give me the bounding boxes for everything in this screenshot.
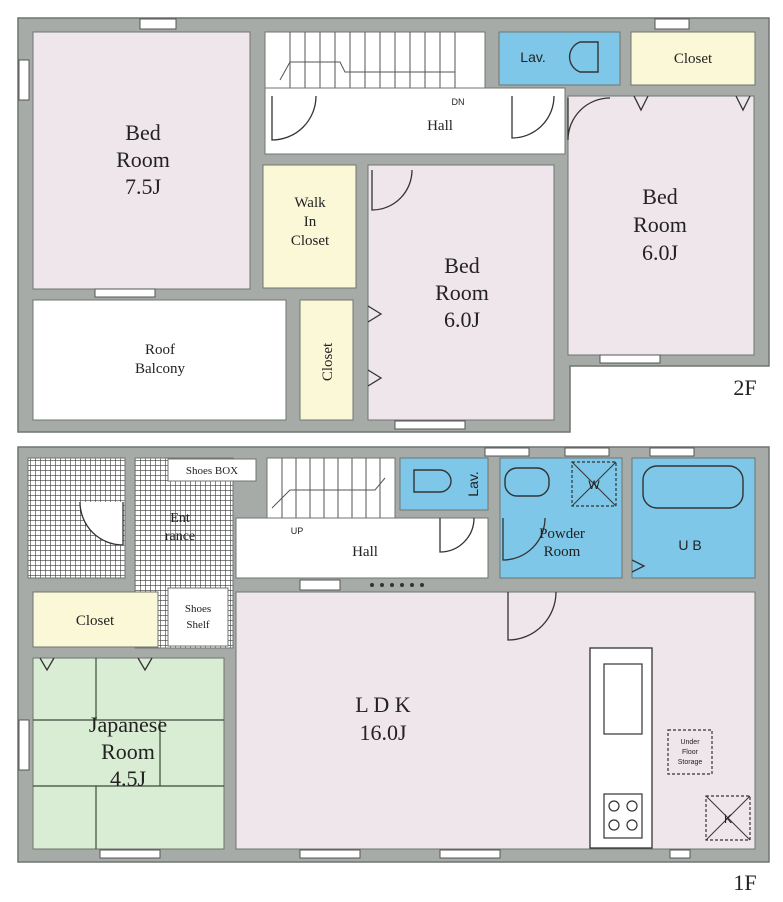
windows-1f (18, 447, 695, 859)
walk-in-line1: Walk (294, 195, 326, 211)
closet-top-2f-label: Closet (674, 51, 713, 67)
closet-1f-label: Closet (76, 613, 115, 629)
stair-treads-1f (271, 458, 386, 518)
bedroom-b-size: 6.0J (444, 307, 481, 332)
toilet-2f-icon (568, 41, 599, 73)
entrance-line2: rance (165, 529, 195, 544)
kitchen-counter (589, 647, 653, 849)
shoes-shelf (167, 587, 229, 647)
bedroom-7-5j (32, 31, 251, 290)
closet-1f (32, 591, 159, 648)
burner-icons (608, 800, 638, 831)
lav-2f (498, 31, 621, 86)
hall-2f (264, 87, 566, 155)
toilet-1f-icon (413, 469, 452, 493)
bedroom-right-6j (567, 95, 755, 356)
bedroom-b-line2: Room (435, 280, 489, 305)
cooktop-icon (603, 793, 643, 839)
bedroom-c-line2: Room (633, 212, 687, 237)
japanese-room (32, 657, 225, 850)
hall-1f (235, 517, 489, 579)
floor-1f: 1F Shoes BOX Ent rance Shoes Shelf Hall … (17, 446, 770, 895)
underfloor-storage (667, 729, 713, 775)
doors-2f (271, 95, 751, 387)
roof-balcony (32, 299, 287, 421)
walk-in-line3: Closet (291, 233, 330, 249)
bedroom-a-line2: Room (116, 147, 170, 172)
window-dots (370, 583, 424, 587)
ldk-size: 16.0J (359, 720, 407, 745)
floor-2f-label: 2F (733, 375, 756, 400)
lav-2f-label: Lav. (520, 49, 545, 65)
walk-in-closet (262, 164, 357, 289)
japanese-room-line2: Room (101, 739, 155, 764)
powder-room (499, 457, 623, 579)
hall-2f-label: Hall (427, 118, 453, 134)
floor-1f-label: 1F (733, 870, 756, 895)
shoes-shelf-line1: Shoes (185, 603, 211, 615)
japanese-room-size: 4.5J (110, 766, 147, 791)
storage-line2: Floor (682, 749, 699, 756)
stairs-down-label: DN (452, 97, 465, 107)
stairs-2f (264, 31, 486, 89)
kitchen-sink-icon (603, 663, 643, 735)
closet-mid-2f-label: Closet (320, 342, 336, 381)
stair-treads-2f (279, 32, 456, 88)
entrance-line1: Ent (170, 511, 190, 526)
stairs-1f (266, 457, 396, 519)
bedroom-c-line1: Bed (642, 184, 677, 209)
storage-line3: Storage (678, 759, 703, 766)
japanese-room-line1: Japanese (89, 712, 167, 737)
k-cross-b (705, 795, 751, 841)
stairs-up-label: UP (291, 526, 304, 536)
shoes-box-label: Shoes BOX (186, 465, 238, 477)
washer-cross-b (571, 461, 617, 507)
balcony-line1: Roof (145, 342, 175, 358)
bathtub-icon (642, 465, 744, 509)
washer-label: W (588, 478, 600, 492)
walk-in-line2: In (304, 214, 317, 230)
powder-room-line1: Powder (539, 526, 585, 542)
hall-1f-label: Hall (352, 544, 378, 560)
bedroom-a-line1: Bed (125, 120, 160, 145)
bedroom-center-6j (367, 164, 555, 421)
balcony-line2: Balcony (135, 361, 185, 377)
floor-2f: 2F Bed Room 7.5J Hall DN Lav. Closet Wal… (17, 17, 770, 433)
ldk-label: L D K (355, 692, 411, 717)
storage-line1: Under (680, 739, 700, 746)
windows-2f (18, 18, 690, 430)
unit-bath-label: U B (678, 537, 701, 553)
tatami-lines (33, 658, 224, 849)
bedroom-a-size: 7.5J (125, 174, 162, 199)
closet-mid-2f (299, 299, 354, 421)
shoes-shelf-line2: Shelf (186, 619, 210, 631)
shoes-box (167, 458, 257, 482)
kitchen-mark-label: K (724, 812, 732, 826)
bedroom-b-line1: Bed (444, 253, 479, 278)
bedroom-c-size: 6.0J (642, 240, 679, 265)
unit-bath (631, 457, 756, 579)
closet-top-2f (630, 31, 756, 86)
washer-box (571, 461, 617, 507)
doors-1f (39, 501, 646, 672)
lav-1f-label: Lav. (465, 471, 481, 496)
sink-icon (504, 467, 550, 497)
powder-room-line2: Room (544, 544, 581, 560)
ldk (235, 591, 756, 850)
kitchen-mark-box (705, 795, 751, 841)
